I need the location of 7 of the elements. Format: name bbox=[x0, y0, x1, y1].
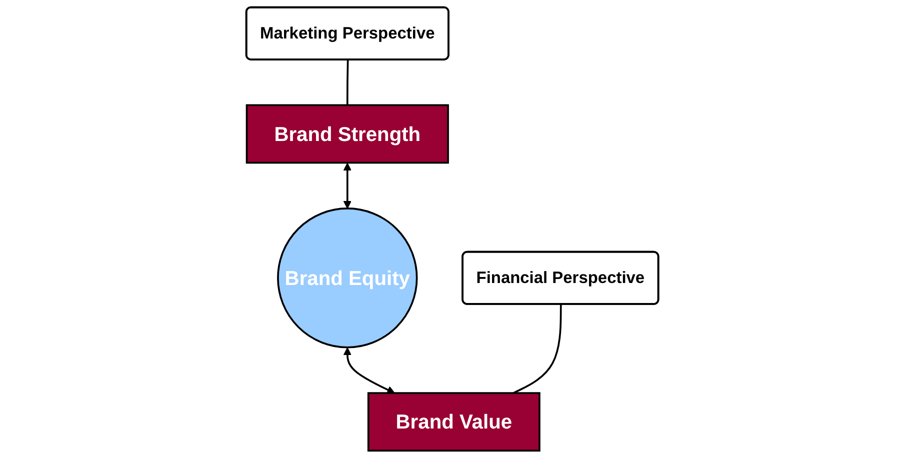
node-circle: Brand Equity bbox=[277, 208, 418, 348]
connector bbox=[513, 304, 562, 394]
node-box: Brand Value bbox=[368, 392, 541, 452]
arrow bbox=[344, 162, 352, 209]
arrow bbox=[344, 347, 396, 394]
connector bbox=[346, 60, 349, 106]
node-box: Brand Strength bbox=[246, 104, 450, 164]
